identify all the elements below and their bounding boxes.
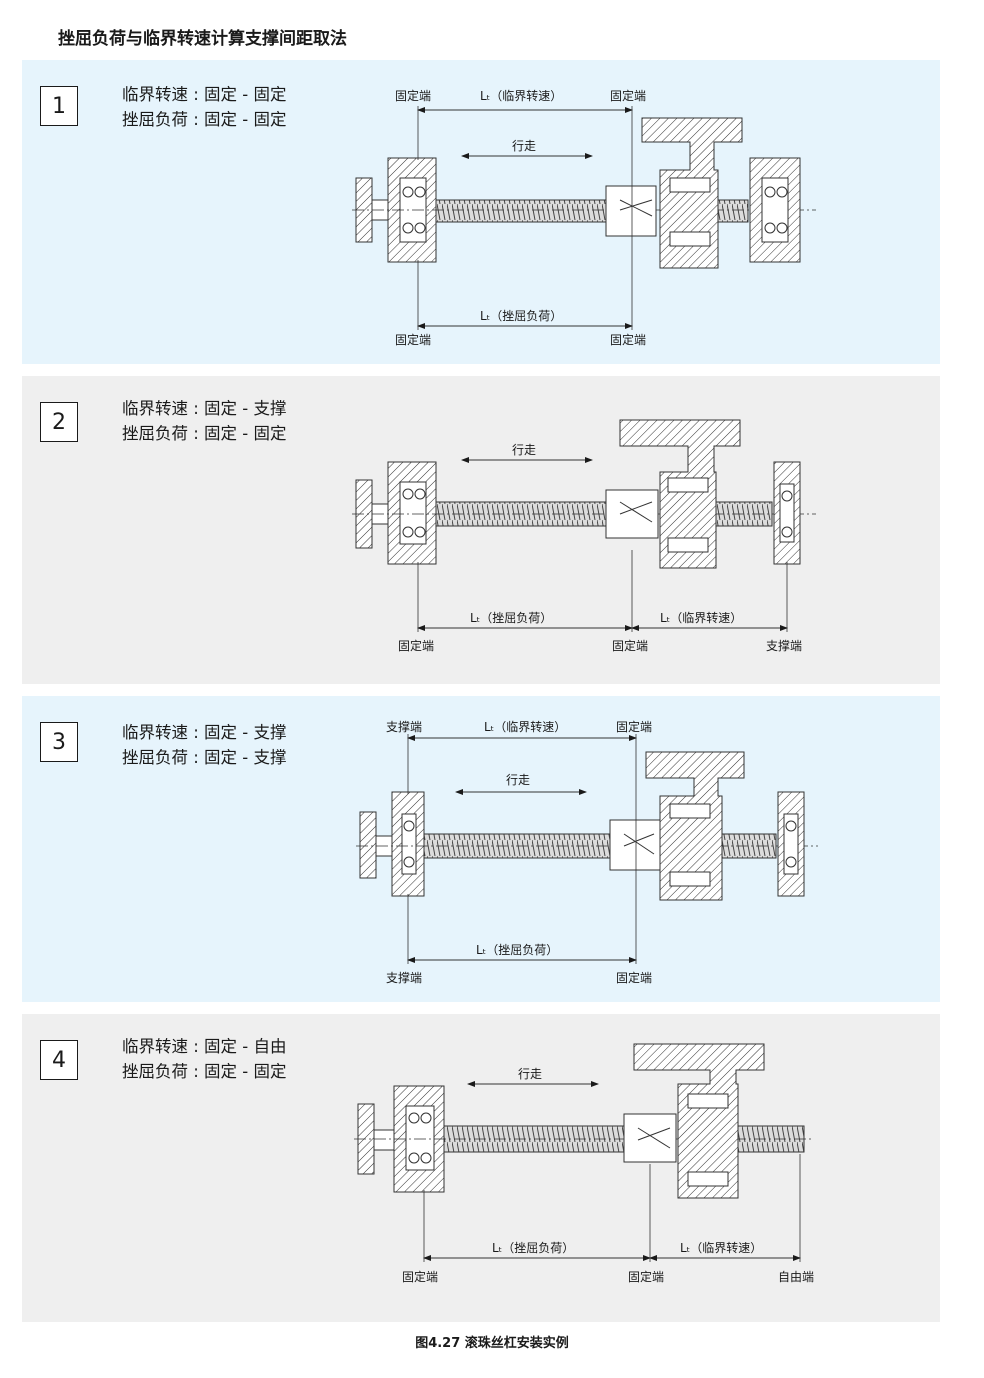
ballscrew-diagram-2: 行走 Lₜ（挫屈负荷） Lₜ（临界转速） 固定端 固定端 支撑端 bbox=[352, 419, 816, 653]
label-fixed-end: 固定端 bbox=[402, 1269, 438, 1284]
panel-number: 4 bbox=[40, 1040, 78, 1080]
condition-buckling-load: 挫屈负荷 : 固定 - 固定 bbox=[122, 424, 287, 443]
label-fixed-end: 固定端 bbox=[610, 88, 646, 103]
label-lt-critical-speed: Lₜ（临界转速） bbox=[484, 719, 566, 734]
fixed-bearing-housing-right bbox=[777, 791, 805, 897]
label-free-end: 自由端 bbox=[778, 1270, 814, 1284]
ball-nut bbox=[623, 1113, 677, 1163]
fixed-bearing-housing-left bbox=[387, 461, 437, 565]
label-fixed-end: 固定端 bbox=[628, 1269, 664, 1284]
label-fixed-end: 固定端 bbox=[395, 332, 431, 347]
label-lt-critical-speed: Lₜ（临界转速） bbox=[480, 88, 562, 103]
ballscrew-diagram-1: 固定端 Lₜ（临界转速） 固定端 行走 Lₜ（挫屈负荷） 固定端 固定端 bbox=[352, 88, 816, 347]
panel-1: 1 临界转速 : 固定 - 固定 挫屈负荷 : 固定 - 固定 固定端 Lₜ（临… bbox=[22, 60, 940, 364]
condition-buckling-load: 挫屈负荷 : 固定 - 固定 bbox=[122, 1062, 287, 1081]
label-fixed-end: 固定端 bbox=[616, 970, 652, 985]
label-lt-critical-speed: Lₜ（临界转速） bbox=[680, 1240, 762, 1255]
panel-number: 2 bbox=[40, 402, 78, 442]
page-title: 挫屈负荷与临界转速计算支撑间距取法 bbox=[58, 29, 347, 49]
ball-nut bbox=[605, 489, 659, 539]
label-support-end: 支撑端 bbox=[386, 719, 422, 734]
condition-critical-speed: 临界转速 : 固定 - 支撑 bbox=[122, 723, 287, 742]
label-lt-buckling-load: Lₜ（挫屈负荷） bbox=[480, 309, 562, 323]
label-travel: 行走 bbox=[506, 773, 530, 787]
label-support-end: 支撑端 bbox=[386, 970, 422, 985]
label-lt-buckling-load: Lₜ（挫屈负荷） bbox=[476, 943, 558, 957]
panel-number: 3 bbox=[40, 722, 78, 762]
panel-3: 3 临界转速 : 固定 - 支撑 挫屈负荷 : 固定 - 支撑 支撑端 Lₜ（临… bbox=[22, 696, 940, 1002]
label-travel: 行走 bbox=[512, 139, 536, 153]
label-fixed-end: 固定端 bbox=[398, 638, 434, 653]
condition-critical-speed: 临界转速 : 固定 - 自由 bbox=[122, 1037, 287, 1056]
condition-buckling-load: 挫屈负荷 : 固定 - 支撑 bbox=[122, 748, 287, 767]
nut-bracket bbox=[633, 1043, 765, 1199]
label-fixed-end: 固定端 bbox=[395, 88, 431, 103]
panel-number: 1 bbox=[40, 86, 78, 126]
support-bearing-housing-right bbox=[773, 461, 801, 565]
label-travel: 行走 bbox=[512, 443, 536, 457]
panel-4: 4 临界转速 : 固定 - 自由 挫屈负荷 : 固定 - 固定 行走 Lₜ（挫屈… bbox=[22, 1014, 940, 1322]
ball-nut bbox=[605, 185, 657, 237]
support-bearing-housing-left bbox=[391, 791, 425, 897]
label-travel: 行走 bbox=[518, 1067, 542, 1081]
label-fixed-end: 固定端 bbox=[610, 332, 646, 347]
ballscrew-diagram-4: 行走 Lₜ（挫屈负荷） Lₜ（临界转速） 固定端 固定端 自由端 bbox=[354, 1043, 814, 1284]
label-lt-critical-speed: Lₜ（临界转速） bbox=[660, 610, 742, 625]
screw-shaft bbox=[356, 833, 818, 859]
condition-buckling-load: 挫屈负荷 : 固定 - 固定 bbox=[122, 110, 287, 129]
ballscrew-diagram-3: 支撑端 Lₜ（临界转速） 固定端 行走 Lₜ（挫屈负荷） 支撑端 固定端 bbox=[356, 719, 818, 985]
condition-critical-speed: 临界转速 : 固定 - 固定 bbox=[122, 85, 287, 104]
nut-bracket bbox=[641, 117, 743, 269]
figure-caption: 图4.27 滚珠丝杠安装实例 bbox=[415, 1336, 569, 1351]
label-fixed-end: 固定端 bbox=[616, 719, 652, 734]
ball-nut bbox=[609, 819, 661, 871]
nut-bracket bbox=[619, 419, 741, 569]
condition-critical-speed: 临界转速 : 固定 - 支撑 bbox=[122, 399, 287, 418]
motor-shaft bbox=[373, 1129, 395, 1151]
label-fixed-end: 固定端 bbox=[612, 638, 648, 653]
label-lt-buckling-load: Lₜ（挫屈负荷） bbox=[492, 1241, 574, 1255]
panel-2: 2 临界转速 : 固定 - 支撑 挫屈负荷 : 固定 - 固定 行走 Lₜ（挫屈… bbox=[22, 376, 940, 684]
label-lt-buckling-load: Lₜ（挫屈负荷） bbox=[470, 611, 552, 625]
fixed-bearing-housing-right bbox=[749, 157, 801, 263]
label-support-end: 支撑端 bbox=[766, 638, 802, 653]
nut-bracket bbox=[645, 751, 745, 901]
drive-pulley bbox=[359, 811, 377, 879]
